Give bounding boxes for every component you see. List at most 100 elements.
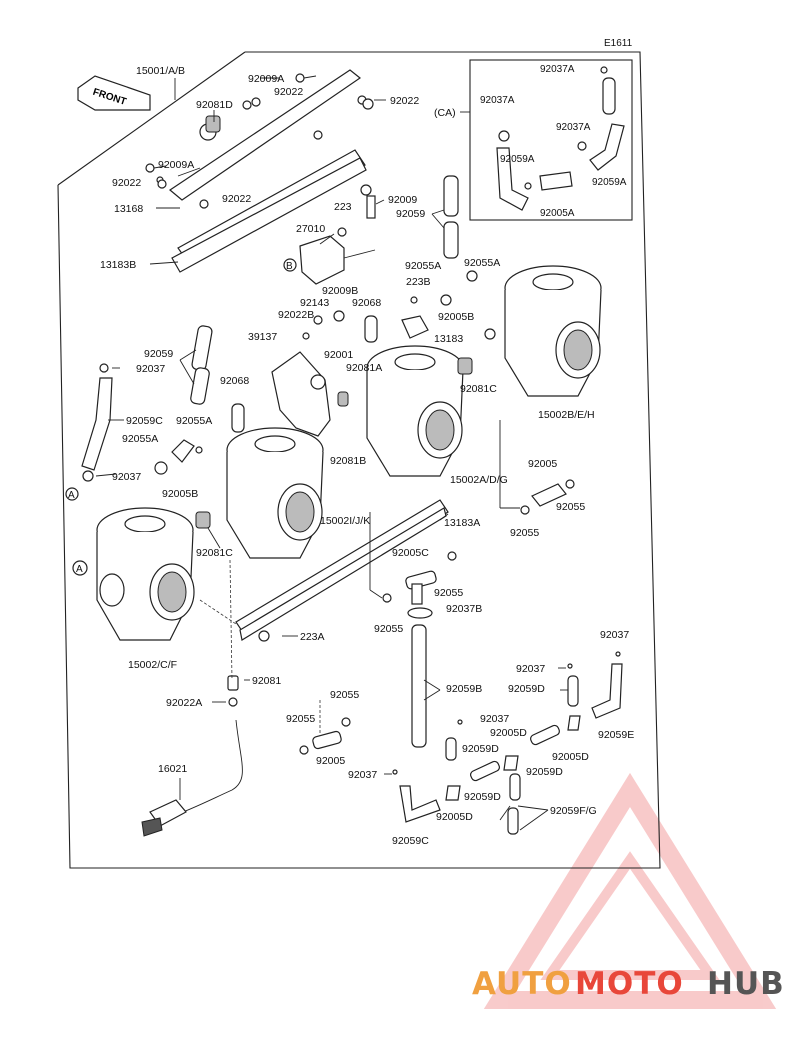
svg-text:92022B: 92022B xyxy=(278,309,314,321)
choke-cable xyxy=(141,675,243,837)
diagram-frame xyxy=(57,51,661,869)
svg-text:39137: 39137 xyxy=(248,331,277,343)
svg-text:92009B: 92009B xyxy=(322,285,358,297)
svg-text:92059F/G: 92059F/G xyxy=(550,805,597,817)
svg-text:13183B: 13183B xyxy=(100,259,136,271)
bracket-39137 xyxy=(271,351,331,437)
svg-text:92059B: 92059B xyxy=(446,683,482,695)
svg-text:92055: 92055 xyxy=(434,587,463,599)
watermark-text: AUTO MOTO HUB xyxy=(472,966,785,1002)
svg-text:92022: 92022 xyxy=(390,95,419,107)
svg-text:92005B: 92005B xyxy=(162,488,198,500)
svg-text:92037A: 92037A xyxy=(540,64,575,75)
svg-text:92081D: 92081D xyxy=(196,99,233,111)
svg-text:92022: 92022 xyxy=(112,177,141,189)
carburetor-15002-b-e-h xyxy=(504,265,602,397)
svg-text:92059: 92059 xyxy=(396,208,425,220)
svg-text:AUTO: AUTO xyxy=(472,966,572,1002)
tube-92059b xyxy=(411,624,427,748)
svg-text:92059: 92059 xyxy=(144,348,173,360)
choke-block: B xyxy=(283,195,376,285)
joint-pipes xyxy=(299,479,575,755)
svg-text:92037: 92037 xyxy=(600,629,629,641)
svg-text:92055A: 92055A xyxy=(176,415,212,427)
svg-text:92081C: 92081C xyxy=(196,547,233,559)
svg-text:15002A/D/G: 15002A/D/G xyxy=(450,474,508,486)
svg-text:13183: 13183 xyxy=(434,333,463,345)
svg-text:92037B: 92037B xyxy=(446,603,482,615)
springs xyxy=(195,115,473,529)
svg-text:92055A: 92055A xyxy=(122,433,158,445)
svg-text:92037: 92037 xyxy=(480,713,509,725)
svg-text:92059D: 92059D xyxy=(526,766,563,778)
svg-text:92055: 92055 xyxy=(510,527,539,539)
carburetor-15002-i-j-k xyxy=(226,427,324,559)
svg-text:92143: 92143 xyxy=(300,297,329,309)
svg-text:92022: 92022 xyxy=(274,86,303,98)
part-labels: 15001/A/B 92009A 92022 92022 92081D 9200… xyxy=(100,65,634,847)
vent-tubes xyxy=(399,663,623,835)
svg-text:92081A: 92081A xyxy=(346,362,382,374)
svg-text:B: B xyxy=(286,261,293,272)
svg-text:92005C: 92005C xyxy=(392,547,429,559)
svg-text:92005D: 92005D xyxy=(552,751,589,763)
tube-92059 xyxy=(443,175,459,217)
ca-inset: (CA) 92037A 92037A 92037A 92059A 92059A … xyxy=(434,59,633,221)
svg-text:92059A: 92059A xyxy=(500,154,535,165)
carburetor-15002-a-d-g xyxy=(366,345,464,477)
svg-text:223A: 223A xyxy=(300,631,325,643)
svg-text:92055A: 92055A xyxy=(464,257,500,269)
svg-text:223: 223 xyxy=(334,201,352,213)
watermark-logo xyxy=(483,772,777,1009)
svg-text:92081B: 92081B xyxy=(330,455,366,467)
svg-text:92009A: 92009A xyxy=(248,73,284,85)
svg-text:92037: 92037 xyxy=(516,663,545,675)
svg-text:15002B/E/H: 15002B/E/H xyxy=(538,409,595,421)
svg-text:92055: 92055 xyxy=(374,623,403,635)
svg-text:92068: 92068 xyxy=(352,297,381,309)
svg-text:92055: 92055 xyxy=(286,713,315,725)
svg-text:15002/C/F: 15002/C/F xyxy=(128,659,177,671)
svg-text:92059D: 92059D xyxy=(464,791,501,803)
svg-text:A: A xyxy=(76,564,83,575)
svg-text:92005: 92005 xyxy=(528,458,557,470)
svg-text:92081: 92081 xyxy=(252,675,281,687)
svg-text:92037: 92037 xyxy=(112,471,141,483)
svg-text:92068: 92068 xyxy=(220,375,249,387)
svg-text:HUB: HUB xyxy=(707,966,785,1002)
svg-text:92055: 92055 xyxy=(556,501,585,513)
svg-text:92059A: 92059A xyxy=(592,177,627,188)
svg-text:15002I/J/K: 15002I/J/K xyxy=(320,515,370,527)
leader-lines xyxy=(95,77,568,831)
label-15001: 15001/A/B xyxy=(136,65,185,77)
svg-text:92005D: 92005D xyxy=(490,727,527,739)
svg-text:223B: 223B xyxy=(406,276,431,288)
svg-text:92059E: 92059E xyxy=(598,729,634,741)
svg-text:27010: 27010 xyxy=(296,223,325,235)
ca-label: (CA) xyxy=(434,107,456,119)
svg-text:MOTO: MOTO xyxy=(575,966,684,1002)
svg-text:92001: 92001 xyxy=(324,349,353,361)
svg-text:16021: 16021 xyxy=(158,763,187,775)
small-hardware: A xyxy=(65,66,621,775)
svg-text:13168: 13168 xyxy=(114,203,143,215)
svg-text:92005A: 92005A xyxy=(540,208,575,219)
figure-code: E1611 xyxy=(604,38,633,49)
svg-text:92037: 92037 xyxy=(348,769,377,781)
svg-text:92037A: 92037A xyxy=(480,95,515,106)
svg-text:92055A: 92055A xyxy=(405,260,441,272)
carburetor-15002-c-f: A xyxy=(72,507,195,641)
svg-text:92055: 92055 xyxy=(330,689,359,701)
svg-text:92022A: 92022A xyxy=(166,697,202,709)
front-arrow: FRONT xyxy=(77,75,151,111)
svg-text:92037A: 92037A xyxy=(556,122,591,133)
svg-text:92009A: 92009A xyxy=(158,159,194,171)
svg-text:A: A xyxy=(68,490,75,501)
svg-text:92059C: 92059C xyxy=(392,835,429,847)
svg-text:92009: 92009 xyxy=(388,194,417,206)
svg-text:92022: 92022 xyxy=(222,193,251,205)
svg-text:92059C: 92059C xyxy=(126,415,163,427)
svg-text:13183A: 13183A xyxy=(444,517,480,529)
svg-text:92059D: 92059D xyxy=(462,743,499,755)
